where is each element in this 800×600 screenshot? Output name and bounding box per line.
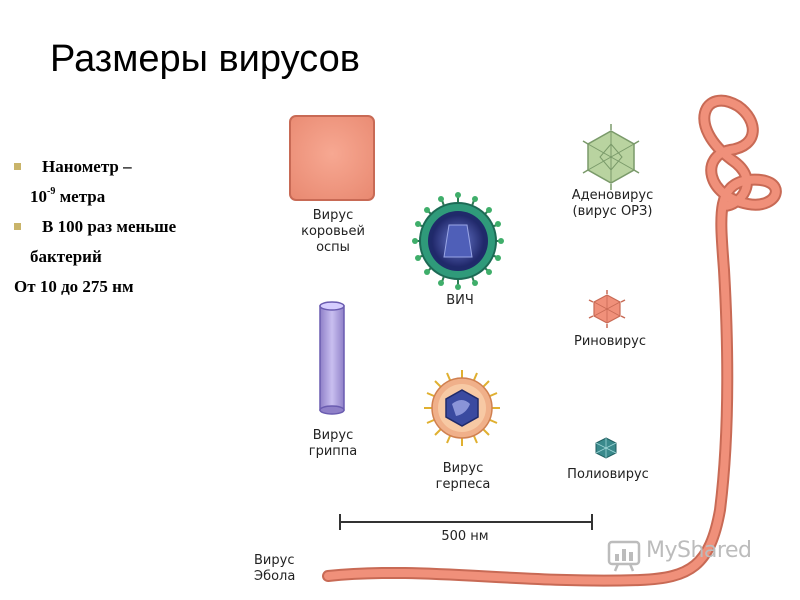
label-hiv: ВИЧ xyxy=(430,293,490,309)
label-vaccinia-line2: коровьей xyxy=(301,224,365,239)
label-ebola-line1: Вирус xyxy=(254,553,295,568)
scale-bar xyxy=(339,514,593,530)
bullet-text-nanometer: Нанометр – xyxy=(42,157,132,176)
herpes-virus-shape xyxy=(424,370,500,446)
bullet-item-smaller: В 100 раз меньше xyxy=(14,212,254,242)
label-poliovirus-line1: Полиовирус xyxy=(567,467,649,482)
label-vaccinia: Вирус коровьей оспы xyxy=(288,208,378,256)
bullet-text-smaller: В 100 раз меньше xyxy=(42,217,177,236)
label-poliovirus: Полиовирус xyxy=(553,467,663,483)
label-adenovirus-line1: Аденовирус xyxy=(571,188,654,203)
label-vaccinia-line1: Вирус xyxy=(312,208,354,223)
size-range-text: От 10 до 275 нм xyxy=(14,277,134,296)
power-unit: метра xyxy=(55,187,106,206)
label-ebola: Вирус Эбола xyxy=(254,553,324,585)
slide-title: Размеры вирусов xyxy=(50,38,360,80)
label-adenovirus: Аденовирус (вирус ОРЗ) xyxy=(555,188,670,220)
bullet-continuation-bacteria: бактерий xyxy=(14,242,254,272)
label-influenza: Вирус гриппа xyxy=(296,428,370,460)
label-influenza-line2: гриппа xyxy=(308,444,358,459)
label-ebola-line2: Эбола xyxy=(254,569,296,584)
label-vaccinia-line3: оспы xyxy=(316,240,350,255)
bullet-continuation-meter: 10-9 метра xyxy=(14,182,254,212)
vaccinia-virus-shape xyxy=(289,115,375,201)
hiv-virus-shape xyxy=(412,192,504,290)
bullet-item-nanometer: Нанометр – xyxy=(14,152,254,182)
bullet-square-icon xyxy=(14,163,21,170)
bullet-text-bacteria: бактерий xyxy=(30,247,102,266)
rhinovirus-shape xyxy=(588,290,626,328)
watermark-logo-icon xyxy=(607,540,641,572)
ebola-virus-shape xyxy=(322,94,782,587)
poliovirus-shape xyxy=(595,437,617,459)
bullet-square-icon xyxy=(14,223,21,230)
adenovirus-shape xyxy=(582,124,640,190)
label-influenza-line1: Вирус xyxy=(312,428,354,443)
power-base: 10 xyxy=(30,187,47,206)
label-herpes: Вирус герпеса xyxy=(426,461,500,493)
label-hiv-line1: ВИЧ xyxy=(446,293,474,308)
label-herpes-line1: Вирус xyxy=(442,461,484,476)
watermark-text: MyShared xyxy=(646,538,752,563)
bullet-list: Нанометр – 10-9 метра В 100 раз меньше б… xyxy=(14,152,254,302)
label-adenovirus-line2: (вирус ОРЗ) xyxy=(572,204,653,219)
scale-bar-label: 500 нм xyxy=(441,529,489,544)
influenza-virus-shape xyxy=(319,301,345,415)
label-rhinovirus: Риновирус xyxy=(560,334,660,350)
size-range-note: От 10 до 275 нм xyxy=(14,272,254,302)
label-rhinovirus-line1: Риновирус xyxy=(574,334,646,349)
power-exponent: -9 xyxy=(47,186,56,198)
label-herpes-line2: герпеса xyxy=(435,477,491,492)
